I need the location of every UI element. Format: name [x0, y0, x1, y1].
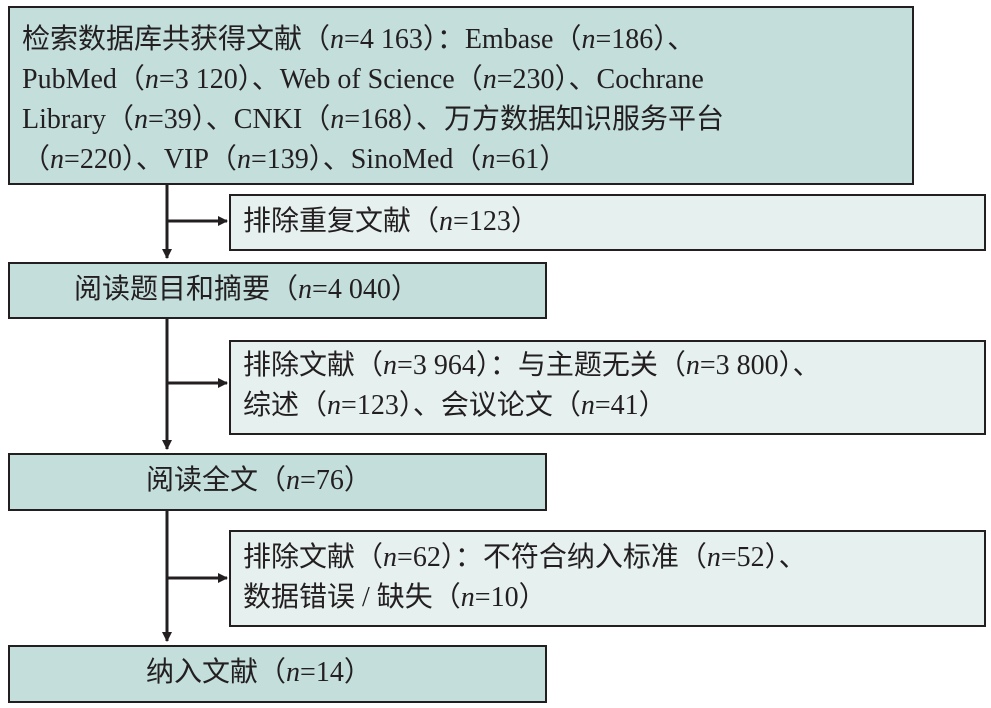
- box-text-line: 纳入文献（n=14）: [146, 657, 372, 688]
- box-text-line: 阅读题目和摘要（n=4 040）: [74, 274, 419, 305]
- box-text-line: 排除文献（n=3 964）：与主题无关（n=3 800）、: [243, 350, 821, 381]
- exclude-screening-box: 排除文献（n=3 964）：与主题无关（n=3 800）、 综述（n=123）、…: [229, 340, 986, 435]
- box-text-line: 数据错误 / 缺失（n=10）: [243, 582, 547, 613]
- search-results-box: 检索数据库共获得文献（n=4 163）：Embase（n=186）、 PubMe…: [8, 6, 914, 185]
- box-text-line: 综述（n=123）、会议论文（n=41）: [243, 390, 667, 421]
- included-box: 纳入文献（n=14）: [8, 645, 547, 703]
- box-text-line: 检索数据库共获得文献（n=4 163）：Embase（n=186）、: [22, 24, 696, 55]
- box-text-line: 排除重复文献（n=123）: [243, 206, 539, 237]
- screen-title-abstract-box: 阅读题目和摘要（n=4 040）: [8, 262, 547, 319]
- exclude-full-text-box: 排除文献（n=62）：不符合纳入标准（n=52）、 数据错误 / 缺失（n=10…: [229, 530, 986, 627]
- box-text-line: 阅读全文（n=76）: [146, 465, 372, 496]
- box-text-line: 排除文献（n=62）：不符合纳入标准（n=52）、: [243, 542, 807, 573]
- box-text-line: PubMed（n=3 120）、Web of Science（n=230）、Co…: [22, 64, 704, 95]
- full-text-box: 阅读全文（n=76）: [8, 453, 547, 511]
- box-text-line: （n=220）、VIP（n=139）、SinoMed（n=61）: [22, 144, 568, 175]
- exclude-duplicates-box: 排除重复文献（n=123）: [229, 194, 986, 251]
- box-text-line: Library（n=39）、CNKI（n=168）、万方数据知识服务平台: [22, 104, 725, 135]
